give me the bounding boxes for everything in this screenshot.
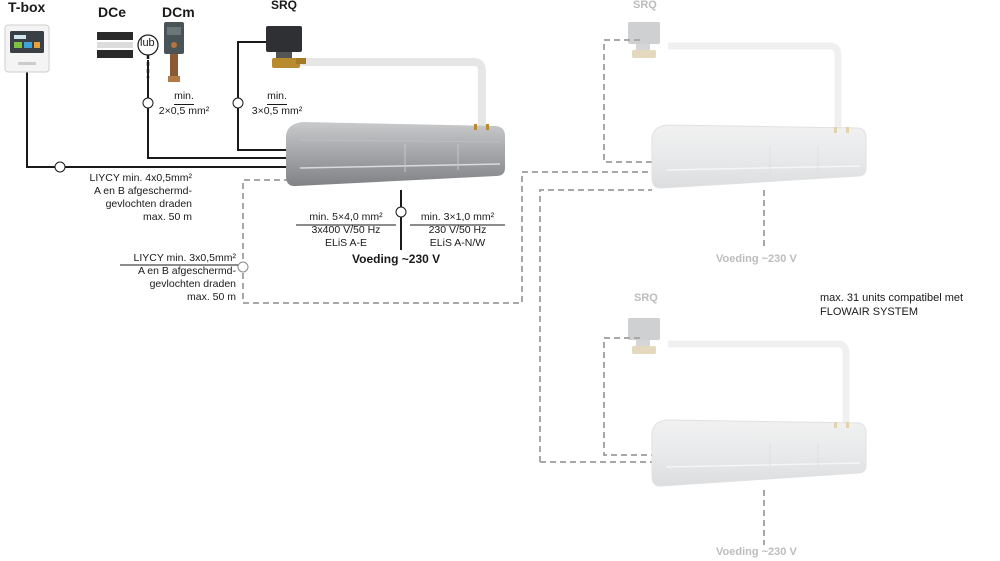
- dcm-cable-min: min.: [174, 90, 194, 105]
- srq-unit3-label: SRQ: [634, 292, 658, 304]
- power-right-cable: min. 3×1,0 mm²: [420, 211, 495, 223]
- air-curtain-unit3: [651, 419, 867, 487]
- cable-markers: [54, 97, 407, 218]
- bus-cable-spec: LIYCY min. 3x0,5mm² A en B afgeschermd- …: [104, 252, 236, 304]
- srq-cable-min: min.: [267, 90, 287, 105]
- tbox-cable-line4: max. 50 m: [142, 211, 192, 223]
- power-left-model: ELiS A-E: [324, 237, 368, 249]
- tbox-label: T-box: [8, 0, 46, 15]
- power-spec-left: min. 5×4,0 mm² 3x400 V/50 Hz ELiS A-E: [296, 211, 396, 250]
- tbox-cable-line1: LIYCY min. 4x0,5mm²: [89, 172, 192, 184]
- power-unit3-label: Voeding ~230 V: [716, 546, 797, 558]
- bus-cable-line2: A en B afgeschermd-: [137, 265, 236, 277]
- lub-circle: [137, 34, 159, 56]
- dcm-device: [164, 22, 184, 82]
- power-right-model: ELiS A-N/W: [429, 237, 486, 249]
- power-left-cable: min. 5×4,0 mm²: [309, 211, 383, 223]
- compatibility-note-line1: max. 31 units compatibel met: [820, 292, 964, 304]
- power-unit2-label: Voeding ~230 V: [716, 253, 797, 265]
- tbox-cable-line2: A en B afgeschermd-: [93, 185, 192, 197]
- power-right-voltage: 230 V/50 Hz: [428, 224, 487, 236]
- bus-cable-line1: LIYCY min. 3x0,5mm²: [133, 252, 236, 264]
- power-left-voltage: 3x400 V/50 Hz: [311, 224, 381, 236]
- bus-lines-dashed: [242, 39, 765, 545]
- srq-unit2-device: [628, 22, 660, 58]
- control-wiring: [26, 41, 402, 250]
- water-pipe-main: [300, 58, 486, 132]
- air-curtain-main: [286, 122, 505, 187]
- power-main-label: Voeding ~230 V: [352, 252, 441, 266]
- tbox-device: [4, 24, 50, 73]
- dcm-cable-size: 2×0,5 mm²: [158, 105, 210, 117]
- tbox-cable-line3: gevlochten draden: [105, 198, 192, 210]
- srq-main-device: [266, 26, 306, 68]
- dce-device: [97, 32, 133, 58]
- lub-label: lub: [140, 37, 155, 49]
- srq-main-label: SRQ: [271, 0, 298, 12]
- water-pipe-unit3: [668, 340, 850, 430]
- bus-cable-line4: max. 50 m: [186, 291, 236, 303]
- srq-unit2-label: SRQ: [633, 0, 657, 11]
- dcm-label: DCm: [162, 4, 195, 20]
- srq-cable-spec: min. 3×0,5 mm²: [246, 90, 308, 118]
- srq-cable-size: 3×0,5 mm²: [251, 105, 303, 117]
- compatibility-note-line2: FLOWAIR SYSTEM: [820, 306, 918, 318]
- dcm-cable-spec: min. 2×0,5 mm²: [157, 90, 211, 118]
- air-curtain-unit2: [651, 124, 867, 189]
- compatibility-note: max. 31 units compatibel met FLOWAIR SYS…: [820, 291, 963, 319]
- bus-marker: [237, 261, 249, 273]
- tbox-cable-spec: LIYCY min. 4x0,5mm² A en B afgeschermd- …: [60, 172, 192, 224]
- bus-cable-line3: gevlochten draden: [149, 278, 236, 290]
- srq-unit3-device: [628, 318, 660, 354]
- water-pipe-unit2: [668, 42, 842, 132]
- power-spec-right: min. 3×1,0 mm² 230 V/50 Hz ELiS A-N/W: [410, 211, 505, 250]
- dce-label: DCe: [98, 4, 127, 20]
